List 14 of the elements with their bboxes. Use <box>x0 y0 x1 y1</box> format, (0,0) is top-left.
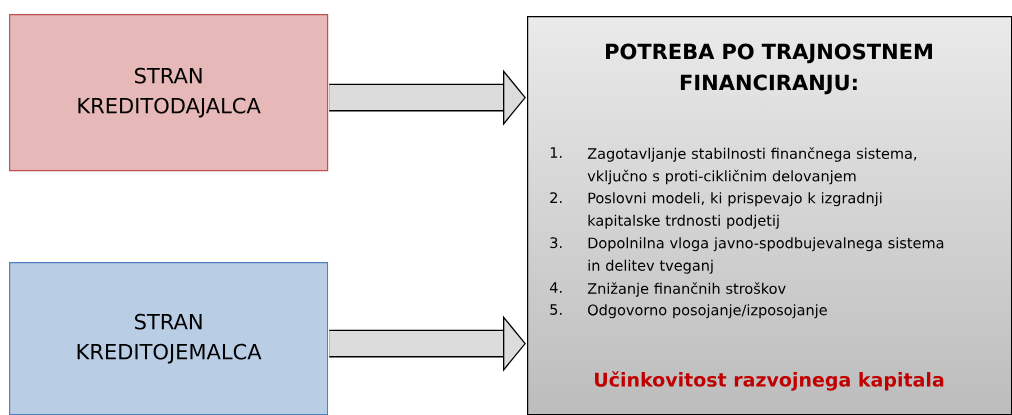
highlight-text: Učinkovitost razvojnega kapitala <box>595 371 944 391</box>
list-number: 2. <box>550 192 562 203</box>
list-item: Znižanje finančnih stroškov <box>587 282 786 297</box>
list-item: Zagotavljanje stabilnosti finančnega sistema, vključno s proti-cikličnim delovanjem <box>587 147 917 185</box>
list-item: Poslovni modeli, ki prispevajo k izgradnji kapitalske trdnosti podjetij <box>588 192 882 229</box>
list-number: 5. <box>550 304 562 315</box>
list-item: Dopolnilna vloga javno-spodbujevalnega sistema in delitev tveganj <box>588 237 944 274</box>
list-number: 3. <box>550 237 562 249</box>
list-number: 1. <box>550 147 562 158</box>
list-item: Odgovorno posojanje/izposojanje <box>588 304 827 319</box>
side-box: STRAN KREDITODAJALCA <box>9 14 329 172</box>
list-number: 4. <box>549 282 562 293</box>
side-box: STRAN KREDITOJEMALCA <box>9 262 329 415</box>
panel-heading: POTREBA PO TRAJNOSTNEM FINANCIRANJU: <box>606 43 932 95</box>
